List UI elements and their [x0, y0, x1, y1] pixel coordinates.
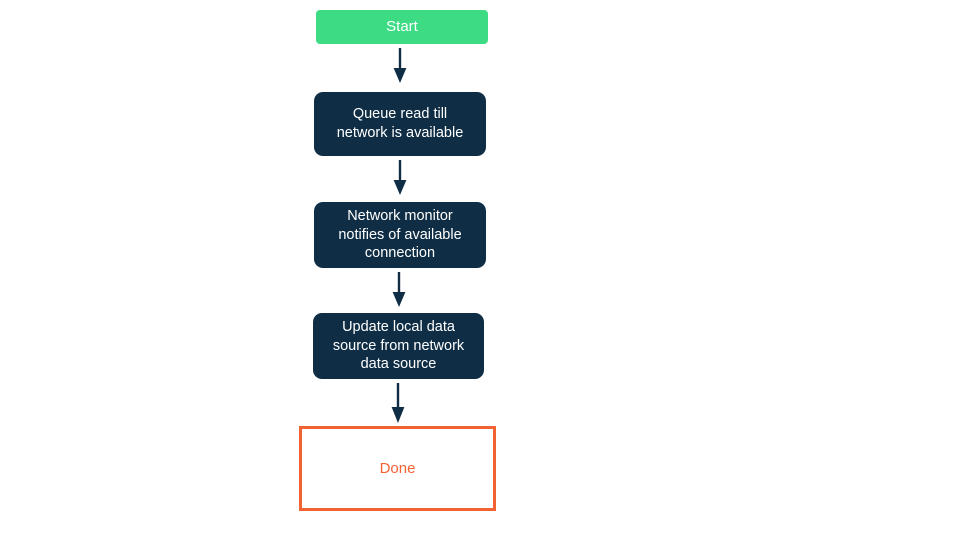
flowchart-node-done-label: Done: [379, 459, 416, 477]
flowchart-arrow-update-local-to-done: [391, 383, 405, 423]
flowchart-arrow-network-monitor-to-update-local: [392, 272, 406, 307]
flowchart-node-queue-read[interactable]: Queue read till network is available: [314, 92, 486, 156]
flowchart-arrow-start-to-queue-read: [393, 48, 407, 83]
flowchart-arrow-queue-read-to-network-monitor: [393, 160, 407, 195]
flowchart-node-done[interactable]: Done: [299, 426, 496, 511]
flowchart-node-queue-read-label: Queue read till network is available: [336, 106, 464, 141]
flowchart-node-update-local[interactable]: Update local data source from network da…: [313, 313, 484, 379]
flowchart-node-start[interactable]: Start: [316, 10, 488, 44]
flowchart-node-start-label: Start: [386, 18, 418, 36]
flowchart-node-network-monitor[interactable]: Network monitor notifies of available co…: [314, 202, 486, 268]
flowchart-node-network-monitor-label: Network monitor notifies of available co…: [338, 207, 462, 262]
flowchart-node-update-local-label: Update local data source from network da…: [332, 318, 465, 373]
